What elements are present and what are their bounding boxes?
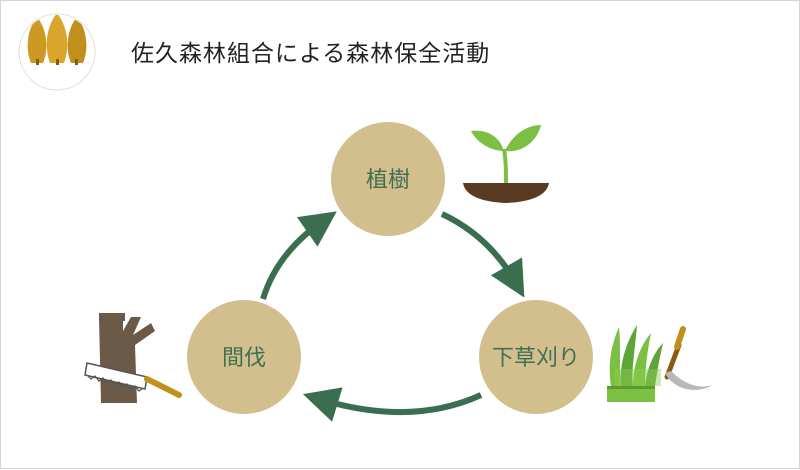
- cycle-node-weeding: 下草刈り: [479, 300, 593, 414]
- arrow-thin-to-plant: [260, 211, 337, 300]
- arrow-weed-to-thin: [302, 387, 483, 422]
- forest-trees-logo-icon: [18, 13, 96, 91]
- node-label-thinning: 間伐: [222, 346, 266, 371]
- page-title: 佐久森林組合による森林保全活動: [131, 41, 491, 67]
- grass-sickle-icon: [607, 325, 713, 402]
- node-label-planting: 植樹: [366, 168, 410, 193]
- node-label-weeding: 下草刈り: [492, 346, 580, 371]
- arrow-plant-to-weed: [440, 211, 525, 298]
- saw-stump-icon: [84, 313, 182, 403]
- seedling-icon: [463, 125, 549, 203]
- cycle-arrows: [260, 211, 525, 422]
- cycle-node-thinning: 間伐: [187, 300, 301, 414]
- cycle-node-planting: 植樹: [331, 122, 445, 236]
